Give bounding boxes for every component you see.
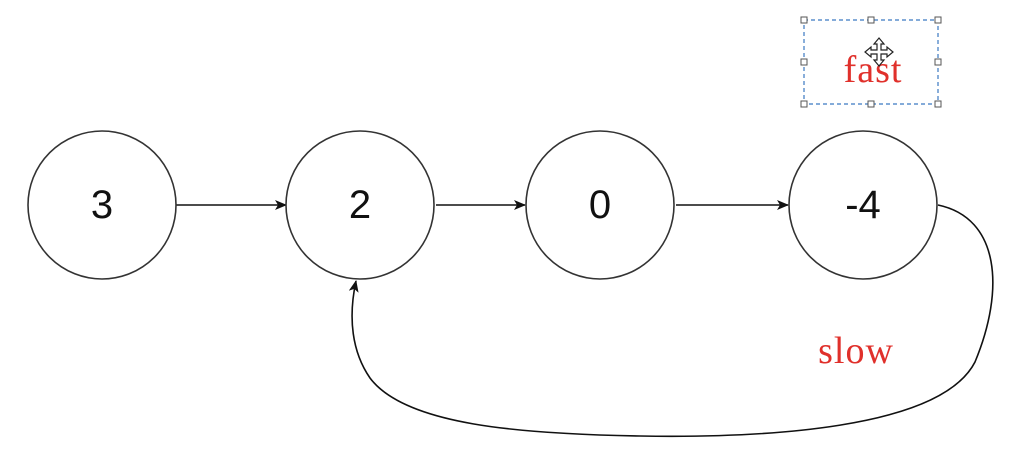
node-3[interactable]: 3 bbox=[27, 130, 177, 280]
node-3-value: 3 bbox=[91, 183, 113, 227]
resize-handle-bottom-left[interactable] bbox=[800, 100, 808, 108]
node-0-value: 0 bbox=[589, 183, 611, 227]
resize-handle-top-right[interactable] bbox=[934, 16, 942, 24]
node-neg4-circle bbox=[788, 130, 938, 280]
resize-handle-middle-right[interactable] bbox=[934, 58, 942, 66]
move-cursor-icon bbox=[864, 37, 894, 67]
node-2-value: 2 bbox=[349, 183, 371, 227]
node-2[interactable]: 2 bbox=[285, 130, 435, 280]
node-3-circle bbox=[27, 130, 177, 280]
edge-neg4-to-2-cycle[interactable] bbox=[348, 204, 994, 438]
fast-label-group[interactable]: fast bbox=[800, 16, 942, 108]
resize-handle-top-left[interactable] bbox=[800, 16, 808, 24]
resize-handle-top-center[interactable] bbox=[867, 16, 875, 24]
fast-label[interactable]: fast bbox=[844, 49, 903, 91]
resize-handle-bottom-right[interactable] bbox=[934, 100, 942, 108]
resize-handle-bottom-center[interactable] bbox=[867, 100, 875, 108]
node-neg4-value: -4 bbox=[845, 183, 881, 227]
node-2-circle bbox=[285, 130, 435, 280]
node-0-circle bbox=[525, 130, 675, 280]
slow-label[interactable]: slow bbox=[818, 330, 894, 372]
resize-handle-middle-left[interactable] bbox=[800, 58, 808, 66]
node-0[interactable]: 0 bbox=[525, 130, 675, 280]
node-neg4[interactable]: -4 bbox=[788, 130, 938, 280]
